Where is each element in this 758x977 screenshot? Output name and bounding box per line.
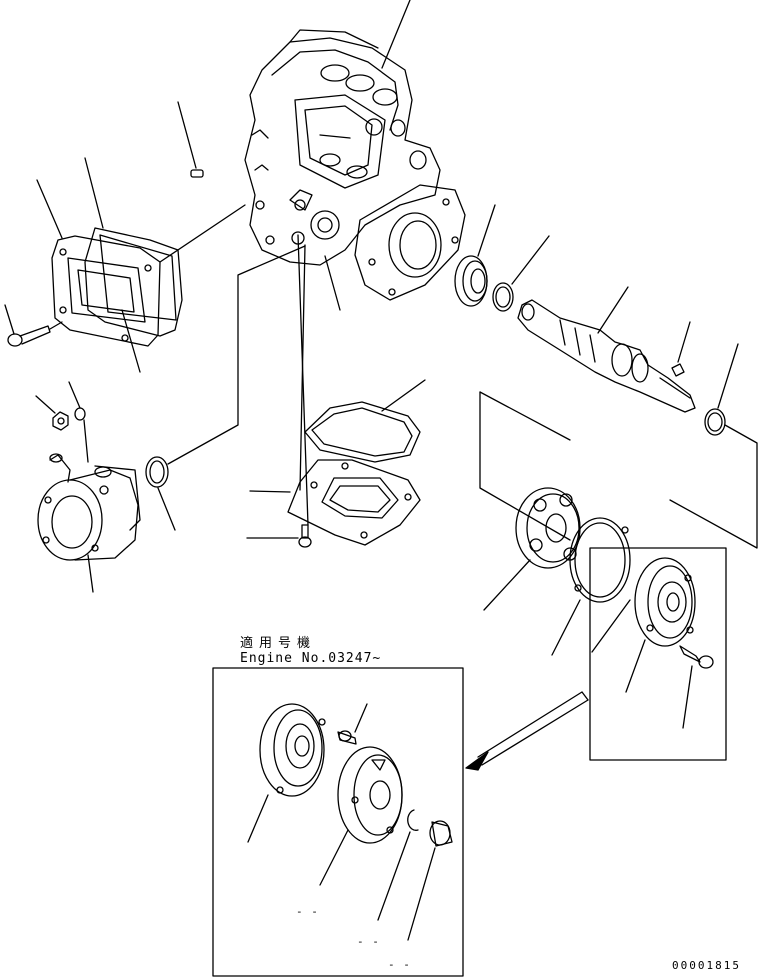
end-cover-bolt xyxy=(679,645,714,729)
cover-gasket xyxy=(84,157,183,337)
cover-plate xyxy=(36,179,161,373)
inset-end-cover xyxy=(247,703,326,843)
leader-housing xyxy=(381,0,411,69)
inset-engine-label: Engine No.03247~ xyxy=(240,651,382,666)
feed-pump xyxy=(37,453,141,593)
cover-bolt xyxy=(4,304,63,347)
dash-label-c: - - xyxy=(388,958,411,971)
gear-gasket xyxy=(551,517,631,656)
center-gasket xyxy=(304,379,426,463)
bearing xyxy=(454,204,496,307)
leader-frame-right xyxy=(669,424,758,549)
leader-frame-top xyxy=(479,391,571,441)
woodruff-key xyxy=(671,321,691,377)
detail-box-right xyxy=(589,547,727,761)
inset-title-jp: 適用号機 xyxy=(240,636,317,651)
nut-washer xyxy=(35,381,89,463)
inset-gear xyxy=(319,746,403,886)
drawing-number: 00001815 xyxy=(672,959,741,972)
snap-ring-a xyxy=(492,235,550,312)
camshaft xyxy=(517,286,696,413)
gear-plate xyxy=(483,487,581,611)
inset-box xyxy=(212,667,464,977)
dash-label-a: - - xyxy=(296,905,319,918)
center-plate xyxy=(249,459,421,546)
center-bolt xyxy=(246,524,312,548)
inset-c-ring xyxy=(377,809,419,921)
inset-bolt xyxy=(337,703,368,745)
o-ring-left xyxy=(145,245,306,531)
dowel-pin xyxy=(177,101,204,178)
leader-vertical-b xyxy=(297,234,309,526)
dash-label-b: - - xyxy=(357,935,380,948)
inset-collar xyxy=(407,820,453,941)
snap-ring-b xyxy=(704,343,739,436)
leader-boss xyxy=(324,255,341,311)
pump-housing xyxy=(244,29,466,301)
end-cover xyxy=(625,557,696,693)
box-connector xyxy=(591,599,631,653)
inset-arrow xyxy=(465,691,589,771)
leader-frame-left xyxy=(479,391,571,541)
